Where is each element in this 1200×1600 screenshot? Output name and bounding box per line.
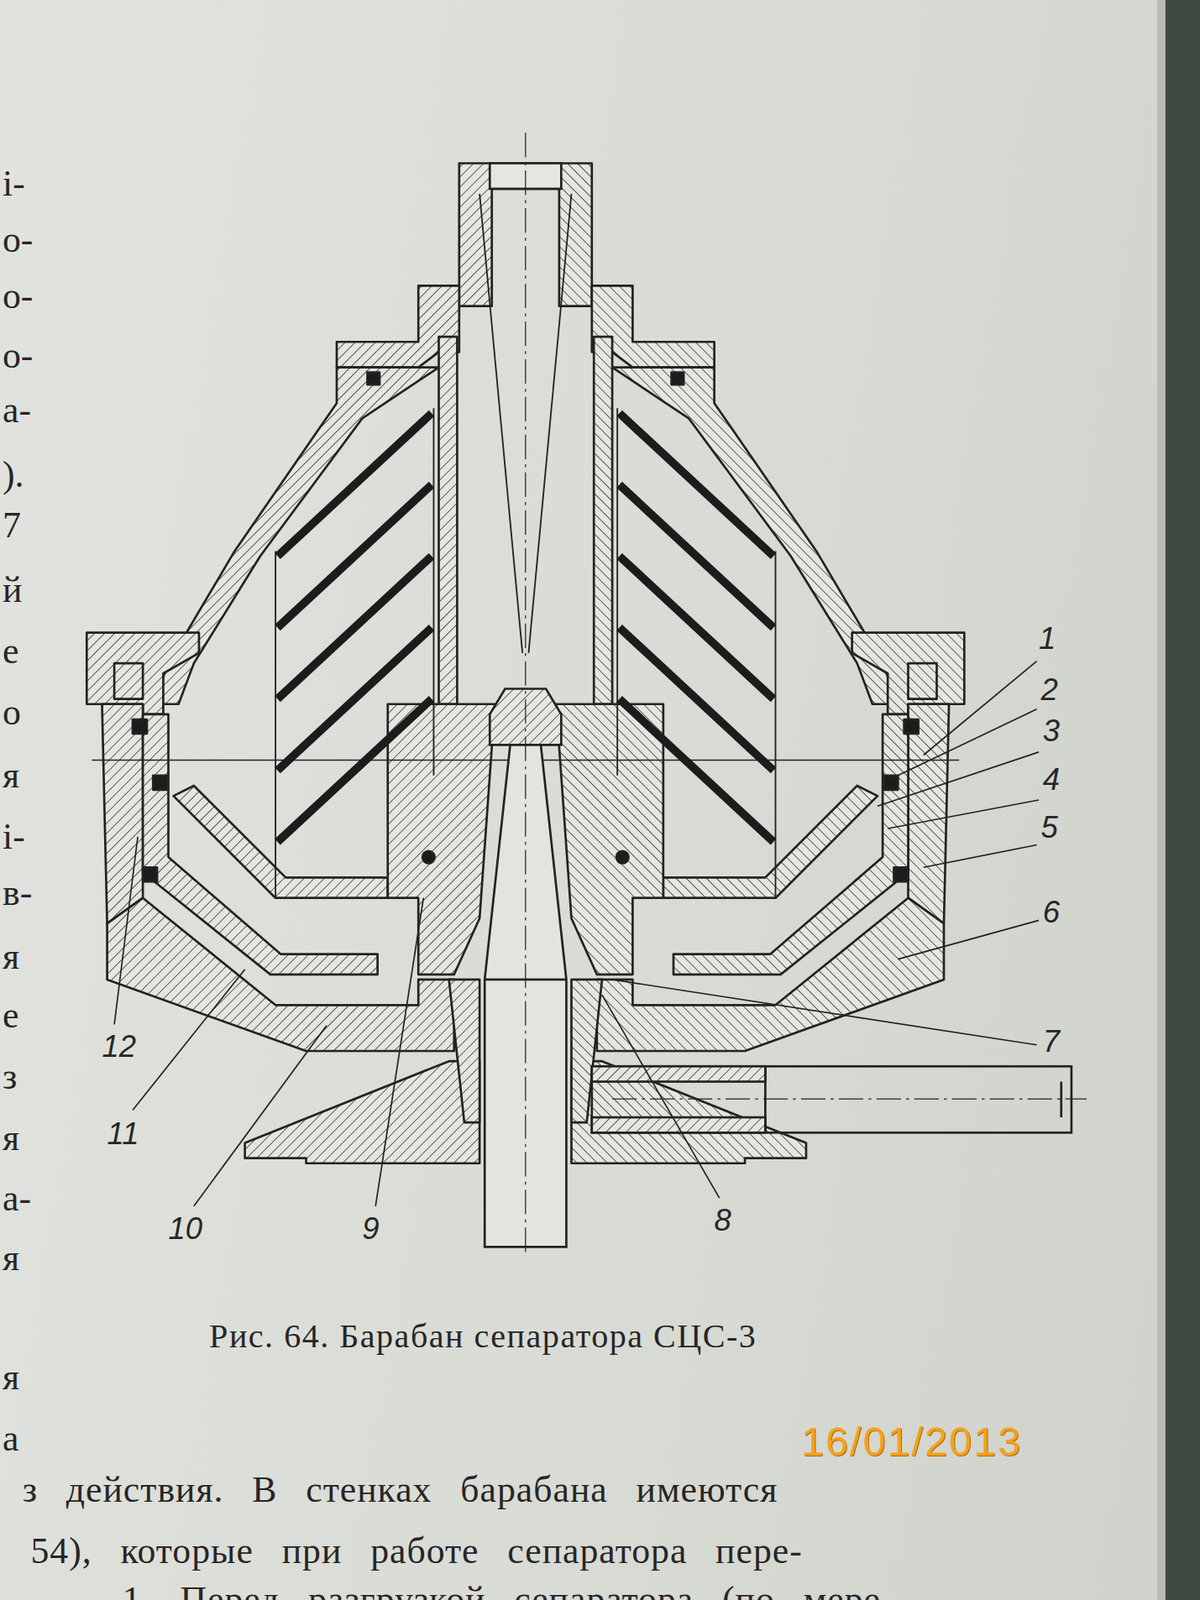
date-stamp: 16/01/2013 bbox=[801, 1420, 1022, 1465]
drawing-line bbox=[602, 995, 720, 1199]
margin-text-fragment: о- bbox=[2, 219, 33, 260]
callout-number: 9 bbox=[361, 1212, 379, 1247]
margin-text-fragment: а- bbox=[2, 1178, 32, 1219]
callout-number: 4 bbox=[1042, 763, 1060, 797]
margin-text-fragment: 7 bbox=[2, 504, 21, 545]
drawing-line bbox=[897, 920, 1039, 959]
body-text-line: 54), которые при работе сепаратора пере- bbox=[30, 1530, 802, 1572]
figure-caption: Рис. 64. Барабан сепаратора СЦС-3 bbox=[209, 1318, 757, 1356]
margin-text-fragment: о- bbox=[2, 275, 33, 316]
drawing-rect bbox=[592, 1117, 766, 1133]
margin-text-fragment: е bbox=[2, 630, 19, 671]
margin-text-fragment: а- bbox=[2, 389, 32, 430]
drawing-line bbox=[612, 979, 1037, 1046]
callout-number: 3 bbox=[1042, 714, 1060, 749]
margin-text-fragment: ). bbox=[2, 454, 25, 495]
drawing-line bbox=[132, 969, 246, 1111]
margin-text-fragment: і- bbox=[2, 816, 26, 857]
drawing-line bbox=[887, 800, 1039, 829]
margin-text-fragment: о- bbox=[2, 335, 33, 376]
callout-number: 7 bbox=[1042, 1025, 1060, 1059]
body-text-line: 1. Перед разгрузкой сепаратора (по мере bbox=[122, 1579, 881, 1600]
drawing-rect bbox=[592, 1066, 766, 1082]
margin-text-fragment: я bbox=[2, 1117, 20, 1159]
margin-text-fragment: я bbox=[2, 1357, 20, 1398]
margin-text-fragment: з bbox=[2, 1056, 17, 1097]
drawing-line bbox=[877, 752, 1039, 807]
drawing-line bbox=[114, 837, 138, 1026]
drawing-line bbox=[612, 1099, 1087, 1101]
margin-text-fragment: е bbox=[2, 995, 19, 1036]
callout-number: 1 bbox=[1038, 622, 1056, 656]
body-text-line: з действия. В стенках барабана имеются bbox=[22, 1469, 779, 1510]
drawing-circle bbox=[422, 851, 435, 865]
callout-number: 10 bbox=[167, 1212, 203, 1247]
drawing-line bbox=[375, 898, 424, 1207]
margin-text-fragment: я bbox=[2, 936, 20, 977]
callout-number: 8 bbox=[714, 1204, 732, 1238]
callout-number: 12 bbox=[102, 1030, 137, 1064]
margin-text-fragment: я bbox=[2, 1237, 20, 1279]
leader-lines bbox=[114, 661, 1039, 1207]
margin-text-fragment: я bbox=[2, 754, 20, 796]
callout-number: 11 bbox=[107, 1117, 140, 1152]
drawing-line bbox=[193, 1026, 327, 1207]
drawing-line bbox=[524, 132, 526, 1256]
margin-text-fragment: й bbox=[2, 569, 22, 610]
drawing-g bbox=[422, 132, 1087, 1256]
callout-number: 6 bbox=[1042, 896, 1060, 930]
drawing-line bbox=[923, 661, 1038, 756]
page-edge-shadow bbox=[1165, 0, 1200, 1600]
drawing-line bbox=[897, 709, 1037, 776]
margin-text-fragment: і- bbox=[2, 162, 26, 204]
callout-number: 5 bbox=[1040, 811, 1058, 845]
drum-left-half bbox=[86, 162, 526, 1164]
margin-text-fragment: о bbox=[2, 691, 21, 733]
page-edge bbox=[1157, 0, 1166, 1600]
margin-text-fragment: а bbox=[2, 1418, 19, 1459]
margin-text-fragment: в- bbox=[2, 872, 32, 913]
drawing-circle bbox=[616, 851, 629, 865]
callout-number: 2 bbox=[1040, 673, 1058, 708]
drawing-line bbox=[1059, 1081, 1063, 1118]
drawing-line bbox=[923, 844, 1038, 868]
drum-right-half bbox=[525, 162, 965, 1164]
